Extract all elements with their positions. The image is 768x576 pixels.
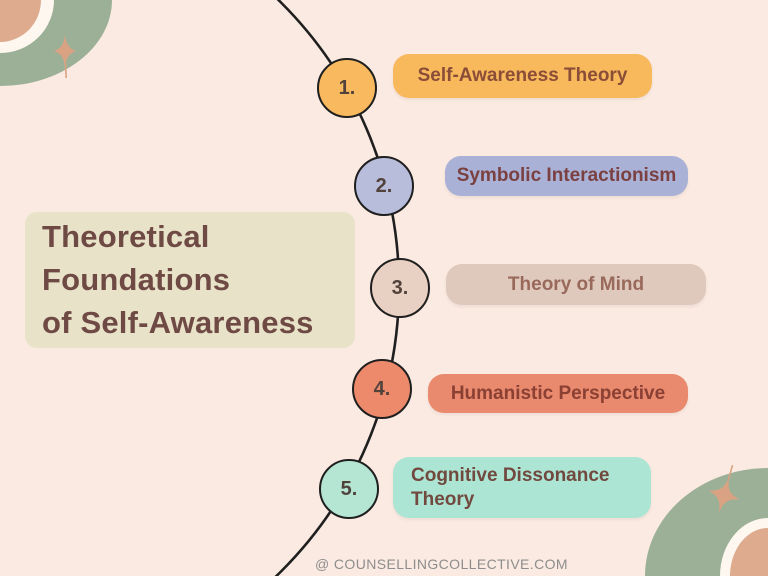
step-circle-3: 3.	[370, 258, 430, 318]
step-pill-5: Cognitive Dissonance Theory	[393, 457, 651, 518]
step-label-2: Symbolic Interactionism	[456, 165, 677, 186]
step-pill-4: Humanistic Perspective	[428, 374, 688, 413]
step-number-2: 2.	[375, 174, 393, 197]
sparkle-icon	[708, 464, 740, 514]
corner-arc-decoration-top-left	[0, 0, 112, 86]
step-number-3: 3.	[391, 276, 409, 299]
step-label-5: Cognitive Dissonance Theory	[411, 464, 610, 510]
corner-arc-decoration-bottom-right	[645, 468, 768, 576]
arc-inner-peach	[730, 528, 768, 576]
title-line-3: of Self-Awareness	[42, 305, 314, 340]
arc-inner-peach	[0, 0, 41, 42]
title-line-1: Theoretical	[42, 219, 210, 254]
title-line-2: Foundations	[42, 262, 231, 297]
step-circle-4: 4.	[352, 359, 412, 419]
sparkle-tail	[727, 464, 734, 480]
step-number-4: 4.	[373, 377, 391, 400]
sparkle-star	[54, 35, 76, 67]
sparkle-star	[708, 476, 740, 514]
step-label-1: Self-Awareness Theory	[417, 65, 628, 86]
step-number-5: 5.	[340, 477, 358, 500]
page-title: Theoretical Foundations of Self-Awarenes…	[25, 212, 355, 348]
sparkle-tail	[64, 62, 67, 79]
step-circle-5: 5.	[319, 459, 379, 519]
sparkle-icon	[54, 35, 76, 79]
footer-credit: @ COUNSELLINGCOLLECTIVE.COM	[315, 556, 568, 572]
step-pill-3: Theory of Mind	[446, 264, 706, 305]
step-label-3: Theory of Mind	[507, 273, 645, 295]
step-pill-2: Symbolic Interactionism	[445, 156, 688, 196]
step-pill-1: Self-Awareness Theory	[393, 54, 652, 98]
step-label-4: Humanistic Perspective	[450, 382, 666, 404]
step-number-1: 1.	[338, 76, 356, 99]
step-circle-2: 2.	[354, 156, 414, 216]
step-circle-1: 1.	[317, 58, 377, 118]
